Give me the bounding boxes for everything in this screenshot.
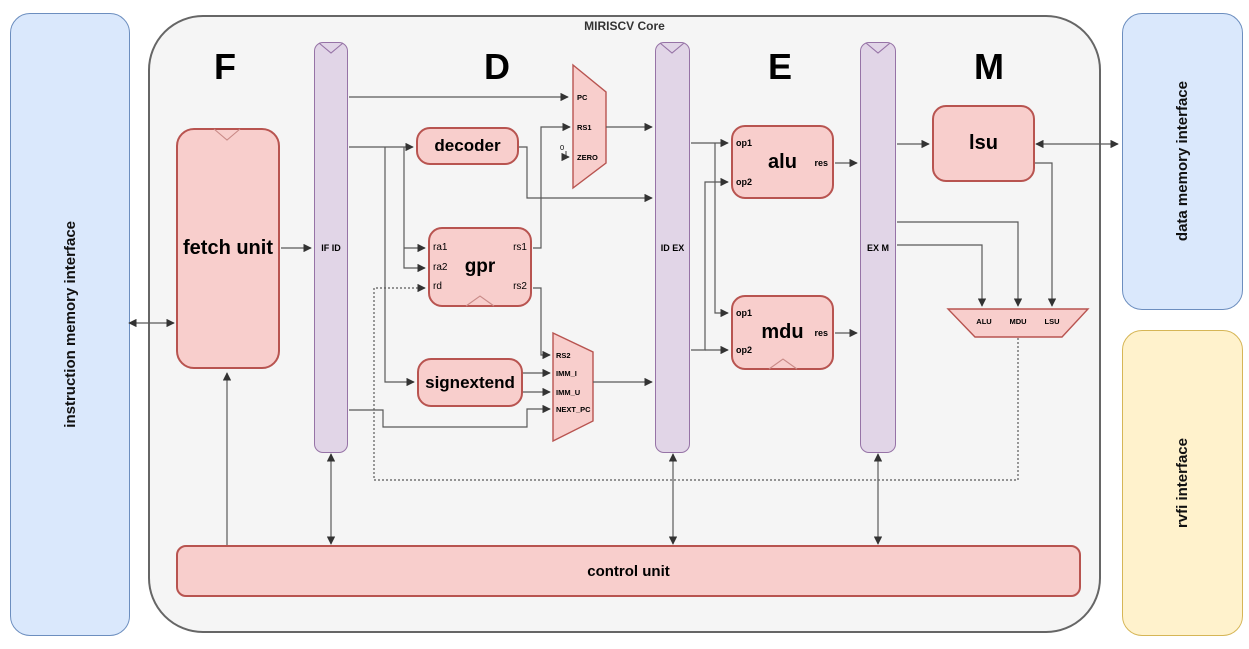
fetch-unit-block: fetch unit [176,128,280,369]
gpr-label: gpr [464,256,496,277]
zero-constant-label: 0 [560,143,565,152]
signextend-label: signextend [425,372,515,392]
alu-port-op1: op1 [736,138,753,148]
gpr-port-rs2: rs2 [513,281,527,292]
rvfi-interface-label: rvfi interface [1174,437,1191,529]
signextend-block: signextend [417,358,523,407]
instruction-memory-interface: instruction memory interface [10,13,130,636]
gpr-port-rd: rd [433,281,442,292]
alu-label: alu [768,150,797,173]
data-memory-interface-label: data memory interface [1174,81,1191,242]
stage-label-f: F [214,46,236,87]
op2-mux-input-rs2: RS2 [556,351,571,360]
decoder-label: decoder [434,136,501,155]
wb-mux-input-lsu: LSU [1044,317,1060,326]
mdu-port-op1: op1 [736,308,753,318]
wb-mux-input-mdu: MDU [1009,317,1027,326]
pipeline-register-ex-m: EX M [860,42,896,453]
control-unit-label: control unit [587,562,670,580]
control-unit-block: control unit [176,545,1081,597]
ex-m-label: EX M [866,242,889,253]
fetch-unit-label: fetch unit [183,237,273,259]
op2-mux-input-immu: IMM_U [556,388,581,397]
rvfi-interface: rvfi interface [1122,330,1243,636]
data-memory-interface: data memory interface [1122,13,1243,310]
instruction-memory-interface-label: instruction memory interface [61,221,79,428]
mdu-port-res: res [814,328,828,338]
alu-port-res: res [814,158,828,168]
mdu-label: mdu [761,321,804,343]
gpr-port-ra2: ra2 [433,262,448,273]
core-title: MIRISCV Core [584,19,665,33]
mdu-port-op2: op2 [736,345,753,355]
lsu-label: lsu [969,132,998,154]
gpr-port-ra1: ra1 [433,242,448,253]
op2-mux-input-immi: IMM_I [556,369,577,378]
decoder-block: decoder [416,127,519,165]
if-id-label: IF ID [321,242,341,253]
alu-port-op2: op2 [736,177,753,187]
wb-mux-input-alu: ALU [976,317,992,326]
stage-label-m: M [974,46,1004,87]
id-ex-label: ID EX [660,242,685,253]
lsu-block: lsu [932,105,1035,182]
stage-label-e: E [767,46,792,87]
pc-mux-input-rs1: RS1 [577,123,592,132]
gpr-port-rs1: rs1 [513,242,527,253]
op2-mux-input-nextpc: NEXT_PC [556,405,591,414]
pc-mux-input-zero: ZERO [577,153,598,162]
stage-label-d: D [484,46,510,87]
pipeline-register-if-id: IF ID [314,42,348,453]
pipeline-register-id-ex: ID EX [655,42,690,453]
pc-mux-input-pc: PC [577,93,588,102]
alu-block: alu [731,125,834,199]
